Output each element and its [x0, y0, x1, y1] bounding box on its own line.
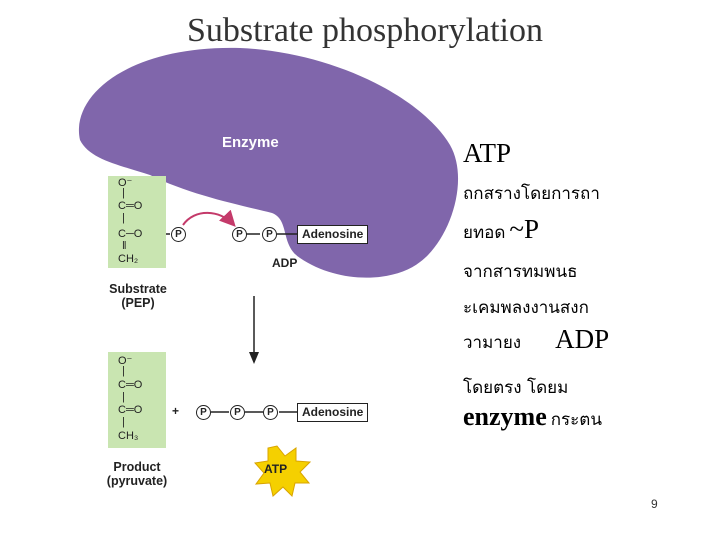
- atp-adenosine: Adenosine: [297, 403, 369, 422]
- plus-sign: +: [172, 404, 180, 418]
- atp-heading: ATP: [463, 138, 512, 168]
- adp-label: ADP: [272, 256, 298, 270]
- substrate-molecule: O⁻ | C═O | C─O ‖ CH₂: [108, 176, 166, 268]
- adp-adenosine: Adenosine: [297, 225, 369, 244]
- slide-title: Substrate phosphorylation: [186, 12, 544, 49]
- substrate-phosphate: P: [171, 227, 186, 242]
- transfer-arrow: [182, 209, 236, 227]
- adp-phosphate-2: P: [262, 227, 277, 242]
- page-number: 9: [651, 497, 658, 511]
- atp-phosphate-3: P: [263, 405, 278, 420]
- text-line-4: ะเคมพลงงานสงก: [463, 298, 589, 318]
- text-line-5: วามายง ADP: [463, 324, 610, 354]
- text-line-1: ถกสรางโดยการถา: [463, 184, 600, 204]
- atp-burst: [254, 445, 312, 497]
- enzyme-label: Enzyme: [222, 134, 279, 151]
- atp-burst-label: ATP: [264, 462, 288, 476]
- text-line-6: โดยตรง โดยม: [463, 378, 569, 398]
- atp-phosphate-1: P: [196, 405, 211, 420]
- text-line-2: ยทอด ~P: [463, 214, 540, 244]
- atp-phosphate-2: P: [230, 405, 245, 420]
- product-label: Product (pyruvate): [106, 460, 168, 488]
- enzyme-shape: [78, 47, 459, 278]
- adp-phosphate-1: P: [232, 227, 247, 242]
- text-line-3: จากสารทมพนธ: [463, 262, 578, 282]
- substrate-label: Substrate (PEP): [109, 282, 167, 310]
- text-line-7: enzyme กระตน: [463, 402, 602, 431]
- product-molecule: O⁻ | C═O | C═O | CH₃: [108, 352, 166, 448]
